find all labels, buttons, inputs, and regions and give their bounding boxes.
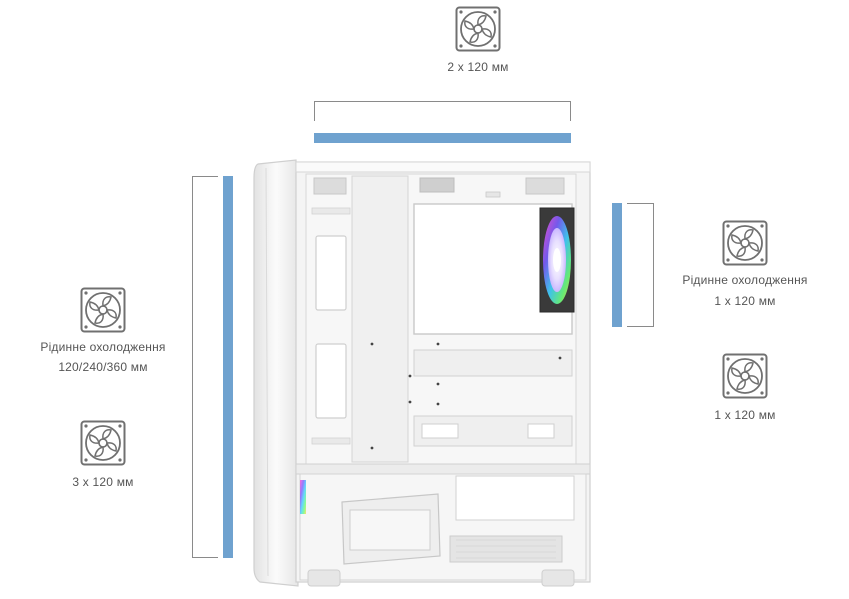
left-accent-bar (223, 176, 233, 558)
fan-icon (722, 353, 768, 399)
fan-icon (722, 220, 768, 266)
left-fans-label: 3 x 120 мм (72, 475, 134, 489)
fan-icon (80, 420, 126, 466)
right-radiator-label-line2: 1 x 120 мм (714, 294, 776, 308)
left-radiator-label-line2: 120/240/360 мм (58, 360, 148, 374)
pc-case-illustration (250, 158, 602, 590)
right-accent-bar (612, 203, 622, 327)
top-accent-bar (314, 133, 571, 143)
top-bracket (314, 101, 571, 121)
left-bracket (192, 176, 218, 558)
right-radiator-label-line1: Рідинне охолодження (682, 273, 808, 287)
top-fan-label: 2 x 120 мм (447, 60, 509, 74)
fan-icon (455, 6, 501, 52)
left-radiator-label-line1: Рідинне охолодження (40, 340, 166, 354)
fan-icon (80, 287, 126, 333)
right-fans-label: 1 x 120 мм (714, 408, 776, 422)
right-bracket (627, 203, 654, 327)
